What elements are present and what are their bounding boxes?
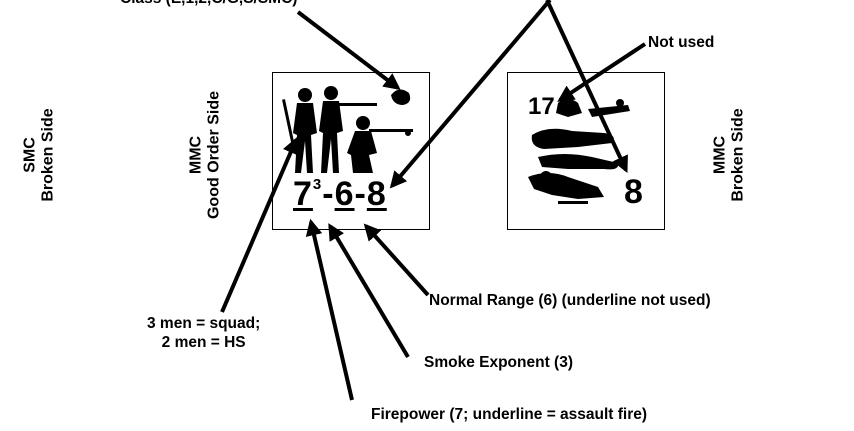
rating-separator: -	[354, 175, 367, 213]
broken-top-number: 17	[528, 93, 555, 120]
good-order-counter: 73-6-8	[272, 72, 430, 230]
broken-morale-arrow	[545, 0, 628, 174]
not-used-arrow	[557, 42, 647, 102]
unit-rating: 73-6-8	[293, 175, 387, 214]
firepower-arrow	[305, 218, 354, 401]
firepower-label: Firepower (7; underline = assault fire)	[371, 406, 648, 423]
squad-label-line2: 2 men = HS	[161, 333, 246, 351]
class-label: Class (E,1,2,C/G,S/SMC)	[120, 0, 297, 9]
soldiers-illustration	[282, 86, 413, 173]
class-arrow	[296, 10, 401, 91]
broken-soldiers-illustration	[528, 99, 630, 204]
squad-label-line1: 3 men = squad;	[147, 315, 261, 332]
broken-side-counter: 17 8	[507, 72, 665, 230]
normal-range-label: Normal Range (6) (underline not used)	[429, 292, 711, 309]
rating-separator: -	[322, 175, 335, 213]
firepower-value: 7	[293, 175, 313, 213]
broken-morale-value: 8	[624, 173, 643, 211]
morale-arrow	[389, 0, 552, 189]
squad-arrow	[220, 136, 299, 313]
normal-range-arrow	[363, 223, 430, 297]
not-used-label: Not used	[648, 34, 715, 51]
squad-label: 3 men = squad; 2 men = HS	[147, 315, 260, 352]
range-value: 6	[334, 175, 355, 213]
smoke-exponent-arrow	[328, 223, 410, 359]
smoke-exponent-value: 3	[312, 176, 323, 193]
morale-value: 8	[366, 175, 387, 213]
smoke-exponent-label: Smoke Exponent (3)	[424, 354, 573, 371]
